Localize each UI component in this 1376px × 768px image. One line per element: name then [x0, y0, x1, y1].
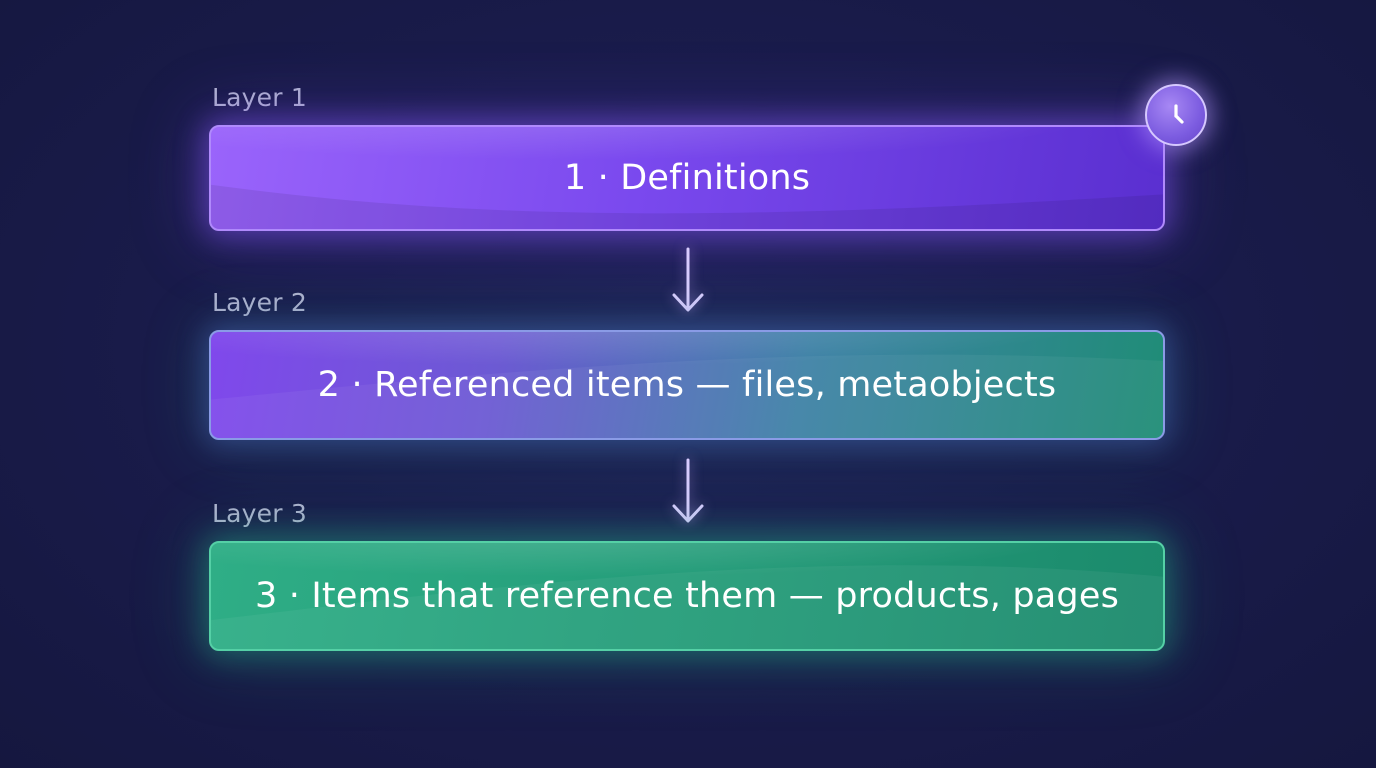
layer-2-label: Layer 2: [212, 288, 307, 317]
layer-2-text: 2 · Referenced items — files, metaobject…: [317, 365, 1057, 405]
layer-3-label: Layer 3: [212, 499, 307, 528]
clock-icon: [1145, 84, 1207, 146]
arrow-down-icon: [670, 247, 706, 317]
layer-3-text: 3 · Items that reference them — products…: [254, 576, 1120, 616]
arrow-down-icon: [670, 458, 706, 528]
layer-1-text: 1 · Definitions: [563, 158, 811, 198]
layer-1-label: Layer 1: [212, 83, 307, 112]
layer-2-box: 2 · Referenced items — files, metaobject…: [209, 330, 1165, 440]
layer-1-box: 1 · Definitions: [209, 125, 1165, 231]
layer-3-box: 3 · Items that reference them — products…: [209, 541, 1165, 651]
